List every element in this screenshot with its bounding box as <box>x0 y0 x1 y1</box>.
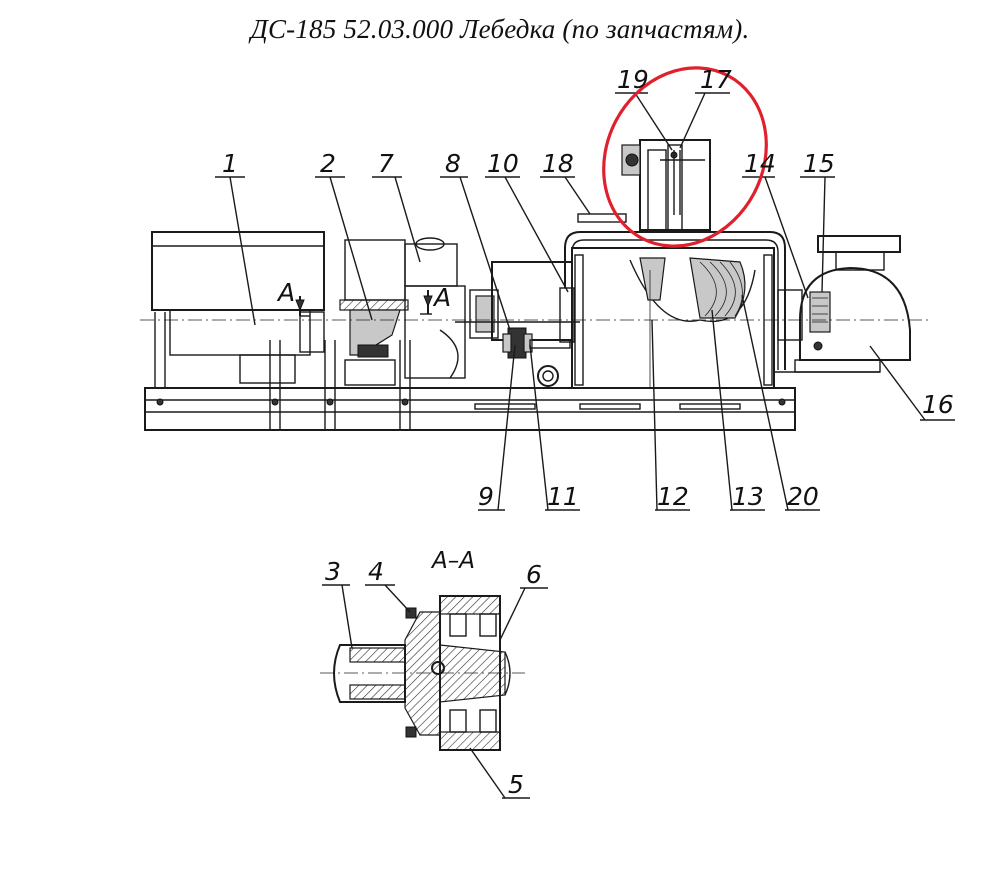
electric-motor <box>151 231 325 384</box>
brake-unit <box>577 139 711 231</box>
section-cut-marks: А А <box>276 278 451 317</box>
part-label-11: 11 <box>547 482 579 511</box>
drawing-title: ДС-185 52.03.000 Лебедка (по запчастям). <box>250 14 750 44</box>
part-label-12: 12 <box>657 482 689 511</box>
part-label-20: 20 <box>787 482 819 511</box>
part-label-15: 15 <box>803 149 835 178</box>
shaft-coupling <box>455 261 580 387</box>
part-label-18: 18 <box>542 149 574 178</box>
reducer-housing <box>339 237 466 386</box>
part-label-10: 10 <box>487 149 519 178</box>
part-label-2: 2 <box>320 149 336 178</box>
part-label-19: 19 <box>617 65 649 94</box>
part-label-16: 16 <box>922 390 954 419</box>
part-label-6: 6 <box>526 560 542 589</box>
leader-lines <box>215 92 955 511</box>
part-label-9: 9 <box>478 482 494 511</box>
end-housing <box>775 235 911 373</box>
part-label-14: 14 <box>744 149 776 178</box>
part-labels: 1 2 7 8 10 18 19 17 14 15 16 9 11 12 13 … <box>222 65 954 511</box>
section-view: А–А 3 4 <box>320 548 548 799</box>
part-label-8: 8 <box>445 149 461 178</box>
section-label: А–А <box>430 548 475 574</box>
highlight-circle <box>602 66 768 248</box>
main-view: А А <box>140 66 955 511</box>
part-label-4: 4 <box>368 557 384 586</box>
cut-mark-right: А <box>432 283 451 312</box>
winch-drum <box>559 231 786 389</box>
part-label-7: 7 <box>378 149 394 178</box>
part-label-5: 5 <box>508 770 524 799</box>
cut-mark-left: А <box>276 278 295 307</box>
part-label-1: 1 <box>222 149 238 178</box>
part-label-13: 13 <box>732 482 764 511</box>
part-label-17: 17 <box>700 65 732 94</box>
part-label-3: 3 <box>325 557 341 586</box>
